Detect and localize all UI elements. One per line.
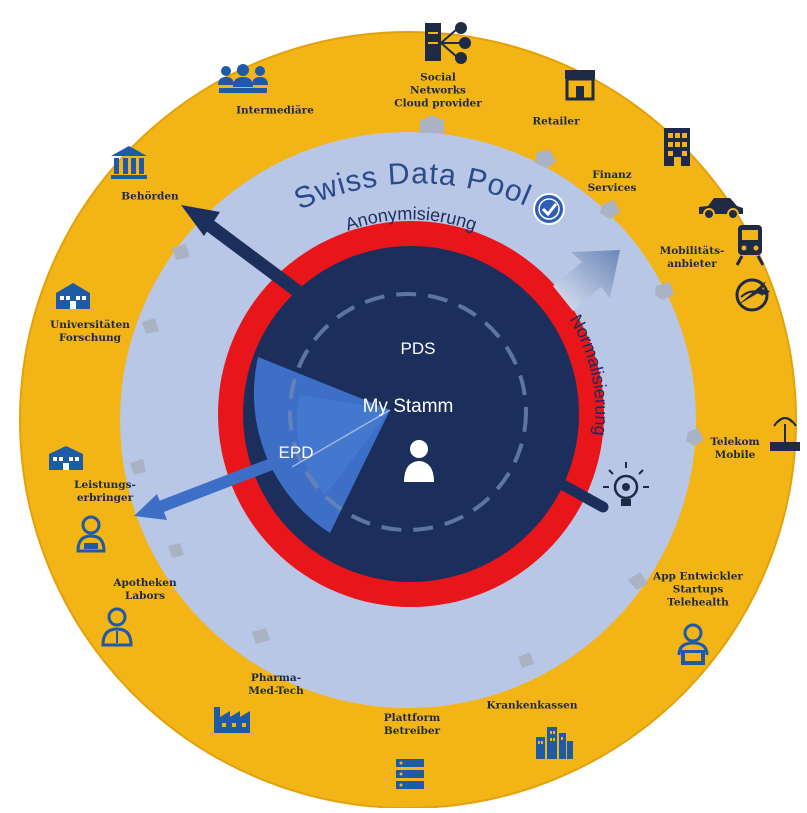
car-icon [696, 194, 746, 220]
verified-badge-icon [533, 193, 565, 225]
hospital-icon [47, 444, 85, 472]
router-icon [768, 414, 802, 454]
label-my-stamm: My Stamm [362, 396, 454, 417]
developer-laptop-icon [676, 623, 710, 667]
stakeholder-pharma-medtech: Pharma- Med-Tech [248, 672, 304, 697]
stakeholder-telekom: Telekom Mobile [710, 436, 760, 461]
arrow-from-app-developers [525, 462, 609, 513]
doctor-icon [75, 515, 107, 553]
stakeholder-intermediaere: Intermediäre [236, 104, 314, 117]
connector-markers [130, 115, 704, 668]
university-icon [54, 281, 92, 311]
stakeholder-plattform-betreiber: Plattform Betreiber [383, 712, 441, 737]
train-icon [734, 223, 766, 267]
shop-icon [563, 67, 597, 101]
epd-inner-sector [296, 395, 390, 495]
network-server-icon [423, 21, 475, 65]
user-icon [404, 440, 434, 482]
stakeholder-social-networks: Social Networks Cloud provider [394, 71, 482, 110]
people-group-icon [217, 63, 269, 95]
government-icon [109, 144, 149, 180]
label-pds: PDS [400, 339, 436, 358]
label-epd: EPD [278, 443, 314, 462]
factory-icon [212, 703, 252, 735]
lightbulb-icon [603, 462, 649, 506]
stakeholder-apotheken-labors: Apotheken Labors [113, 577, 177, 602]
stakeholder-behoerden: Behörden [121, 190, 179, 203]
stakeholder-krankenkassen: Krankenkassen [486, 699, 578, 712]
stakeholder-finanz-services: Finanz Services [587, 169, 637, 194]
stakeholder-app-entwickler: App Entwickler Startups Telehealth [653, 570, 743, 609]
office-building-icon [662, 126, 692, 168]
stakeholder-retailer: Retailer [532, 115, 580, 128]
plane-globe-icon [732, 275, 772, 313]
arrow-to-behoerden [181, 205, 307, 300]
stakeholder-leistungserbringer: Leistungs- erbringer [74, 479, 136, 504]
arrow-outgoing-normalized [553, 250, 620, 311]
city-buildings-icon [534, 725, 574, 759]
arrow-to-leistungserbringer [134, 454, 288, 520]
inner-dashed-circle [288, 292, 528, 532]
pharmacist-icon [100, 607, 134, 647]
stakeholder-universitaeten: Universitäten Forschung [50, 319, 130, 344]
stakeholder-mobilitaetsanbieter: Mobilitäts- anbieter [659, 245, 725, 270]
epd-divider [291, 409, 391, 468]
server-stack-icon [394, 757, 426, 793]
